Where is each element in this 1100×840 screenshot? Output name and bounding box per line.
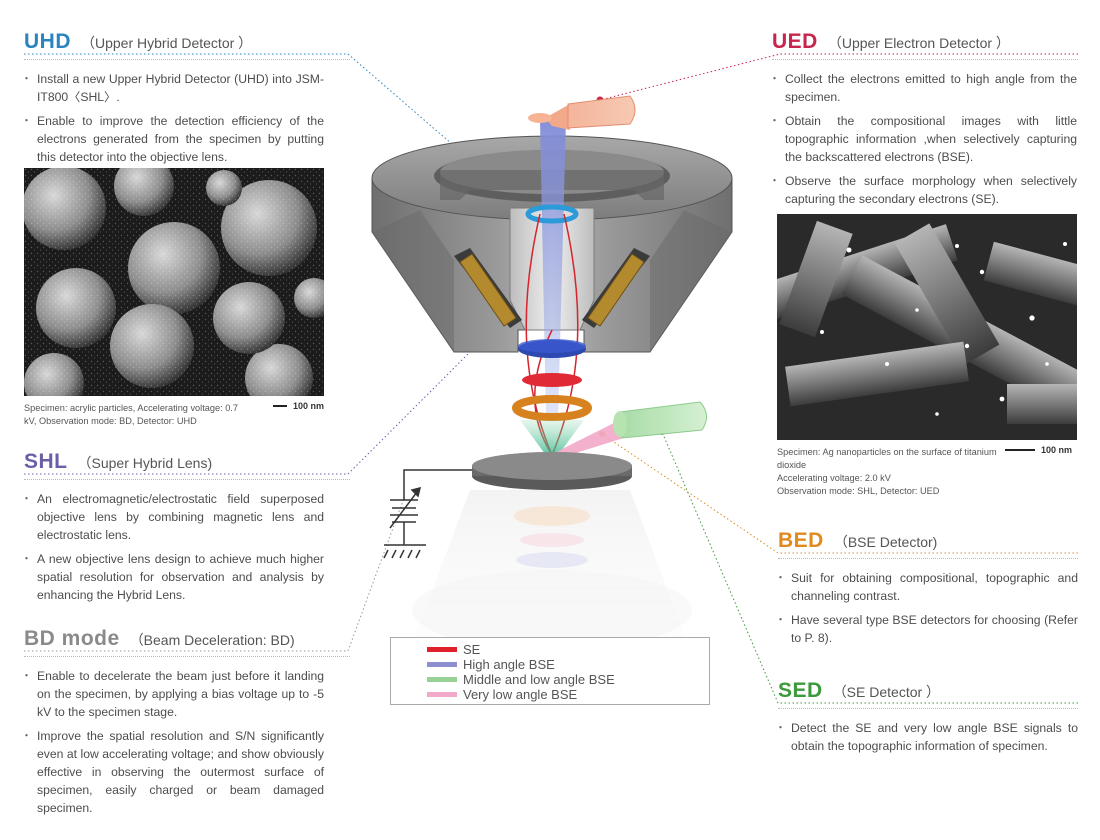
lens-housing [371,135,733,353]
bed-bullet: Have several type BSE detectors for choo… [775,611,1078,647]
signal-legend: SE High angle BSE Middle and low angle B… [390,637,710,705]
bed-heading: BED （BSE Detector) [778,529,1078,553]
shl-bullet: An electromagnetic/electrostatic field s… [21,490,324,544]
ued-abbr: UED [772,30,818,53]
ued-detector [528,95,636,130]
se-trajectories [525,213,579,456]
legend-item: Very low angle BSE [427,687,709,702]
uhd-sample-image [24,168,324,396]
bed-full-name: （BSE Detector) [833,534,938,550]
legend-swatch-high-angle-bse [427,662,457,667]
ued-scale-label: 100 nm [1041,445,1073,455]
legend-swatch-se [427,647,457,652]
ued-sample-image [777,214,1077,440]
legend-item: High angle BSE [427,657,709,672]
legend-label: Very low angle BSE [463,687,578,702]
scale-bar-line [273,405,287,407]
legend-label: High angle BSE [463,657,555,672]
ued-bullet: Collect the electrons emitted to high an… [769,70,1077,106]
ued-bullet: Obtain the compositional images with lit… [769,112,1077,166]
sed-heading: SED （SE Detector ） [778,679,1078,703]
legend-label: SE [463,642,481,657]
ued-image-caption: Specimen: Ag nanoparticles on the surfac… [777,447,997,496]
legend-swatch-middle-low-bse [427,677,457,682]
bd-bullet: Improve the spatial resolution and S/N s… [21,727,324,817]
legend-item: Middle and low angle BSE [427,672,709,687]
bed-abbr: BED [778,529,824,552]
ued-bullet-list: Collect the electrons emitted to high an… [769,70,1077,208]
ued-scale-bar: 100 nm [1005,445,1072,455]
sed-bullet-list: Detect the SE and very low angle BSE sig… [775,719,1078,755]
ued-section: UED （Upper Electron Detector ） Collect t… [769,30,1078,214]
left-coil [459,253,517,327]
bias-circuit [383,469,472,559]
uhd-full-name: （Upper Hybrid Detector ） [81,35,253,51]
sed-abbr: SED [778,679,823,702]
bd-full-name: （Beam Deceleration: BD) [129,632,295,648]
uhd-section: UHD （Upper Hybrid Detector ） Install a n… [21,30,350,172]
titanium-rods [777,220,1077,424]
uhd-heading: UHD （Upper Hybrid Detector ） [24,30,350,54]
shl-abbr: SHL [24,450,68,473]
uhd-bullet-list: Install a new Upper Hybrid Detector (UHD… [21,70,324,166]
sed-detector [556,401,707,458]
uhd-scale-bar: 100 nm [273,401,324,411]
legend-item: SE [427,642,709,657]
shl-full-name: （Super Hybrid Lens) [77,455,213,471]
bd-divider [24,656,350,657]
uhd-image-caption: Specimen: acrylic particles, Acceleratin… [24,403,238,426]
leader-dots [480,96,665,437]
uhd-bullet: Install a new Upper Hybrid Detector (UHD… [21,70,324,106]
ued-dot [596,96,604,104]
bd-section: BD mode （Beam Deceleration: BD) Enable t… [21,627,350,823]
ued-full-name: （Upper Electron Detector ） [827,35,1010,51]
legend-swatch-very-low-bse [427,692,457,697]
shl-divider [24,479,350,480]
bed-divider [778,558,1078,559]
ued-bullet: Observe the surface morphology when sele… [769,172,1077,208]
ued-divider [772,59,1078,60]
sed-divider [778,708,1078,709]
bed-bullet: Suit for obtaining compositional, topogr… [775,569,1078,605]
shl-dot [480,336,486,342]
ued-heading: UED （Upper Electron Detector ） [772,30,1078,54]
sed-section: SED （SE Detector ） Detect the SE and ver… [775,679,1078,761]
uhd-abbr: UHD [24,30,71,53]
shl-heading: SHL （Super Hybrid Lens) [24,450,350,474]
sed-dot [659,429,665,435]
bed-ring [512,395,592,421]
uhd-divider [24,59,350,60]
bed-bullet-list: Suit for obtaining compositional, topogr… [775,569,1078,647]
uhd-ring [525,204,579,224]
shl-lens-disc [518,340,586,358]
bed-section: BED （BSE Detector) Suit for obtaining co… [775,529,1078,653]
uhd-dot [502,187,508,193]
uhd-scale-label: 100 nm [293,401,325,411]
primary-beam [540,120,566,420]
bd-bullet-list: Enable to decelerate the beam just befor… [21,667,324,817]
specimen-stage [472,452,632,490]
right-coil [587,253,645,327]
sed-bullet: Detect the SE and very low angle BSE sig… [775,719,1078,755]
sed-full-name: （SE Detector ） [832,684,941,700]
scale-bar-line [1005,449,1035,451]
shl-bullet: A new objective lens design to achieve m… [21,550,324,604]
red-lens-disc [522,373,582,387]
uhd-bullet: Enable to improve the detection efficien… [21,112,324,166]
shl-section: SHL （Super Hybrid Lens) An electromagnet… [21,450,350,610]
legend-label: Middle and low angle BSE [463,672,615,687]
shl-bullet-list: An electromagnetic/electrostatic field s… [21,490,324,604]
bed-dot [599,431,605,437]
bd-bullet: Enable to decelerate the beam just befor… [21,667,324,721]
silver-nanoparticles [820,242,1067,416]
bd-heading: BD mode （Beam Deceleration: BD) [24,627,350,651]
bd-abbr: BD mode [24,627,120,650]
sed-signal-cone [520,420,584,458]
